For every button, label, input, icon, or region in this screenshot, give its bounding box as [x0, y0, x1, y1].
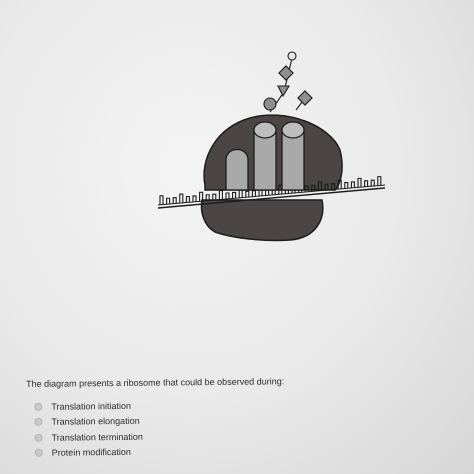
peptide-chain — [263, 51, 313, 113]
question-block: The diagram presents a ribosome that cou… — [24, 374, 455, 460]
codon-tick — [357, 177, 362, 188]
codon-tick — [344, 181, 349, 189]
codon-tick — [337, 179, 342, 190]
radio-button[interactable] — [34, 449, 43, 458]
codon-tick — [370, 179, 375, 187]
codon-tick — [199, 191, 204, 202]
trna-p-site — [253, 121, 277, 191]
amino-acid-circle — [263, 97, 277, 111]
codon-tick — [179, 193, 184, 204]
codon-tick — [166, 197, 171, 205]
codon-tick — [251, 190, 256, 197]
amino-acid-diamond — [278, 65, 294, 81]
trna-a-site — [281, 121, 305, 191]
codon-tick — [192, 195, 197, 202]
codon-tick — [205, 194, 210, 201]
option-label: Translation termination — [51, 431, 143, 443]
codon-tick — [377, 176, 382, 186]
small-ribosomal-subunit — [200, 199, 324, 242]
codon-tick — [331, 183, 336, 190]
codon-tick — [317, 181, 322, 191]
amino-acid-triangle — [277, 85, 290, 98]
codon-tick — [172, 197, 177, 204]
codon-tick — [364, 180, 369, 187]
radio-button[interactable] — [34, 418, 43, 427]
codon-tick — [212, 193, 217, 201]
codon-tick — [232, 191, 237, 199]
option-label: Translation initiation — [51, 400, 132, 412]
codon-tick — [311, 184, 316, 192]
codon-tick — [304, 185, 309, 193]
amino-acid-small — [287, 51, 297, 61]
option-label: Protein modification — [51, 447, 131, 458]
codon-tick — [225, 192, 230, 200]
codon-tick — [159, 195, 164, 205]
codon-tick — [185, 195, 190, 203]
codon-tick — [245, 190, 250, 198]
codon-tick — [324, 183, 329, 191]
codon-tick — [218, 190, 223, 200]
radio-button[interactable] — [34, 433, 43, 442]
amino-acid-square — [297, 90, 313, 106]
radio-button[interactable] — [34, 402, 43, 411]
codon-tick — [350, 181, 355, 188]
trna-left — [225, 148, 249, 191]
option-label: Translation elongation — [51, 416, 140, 427]
